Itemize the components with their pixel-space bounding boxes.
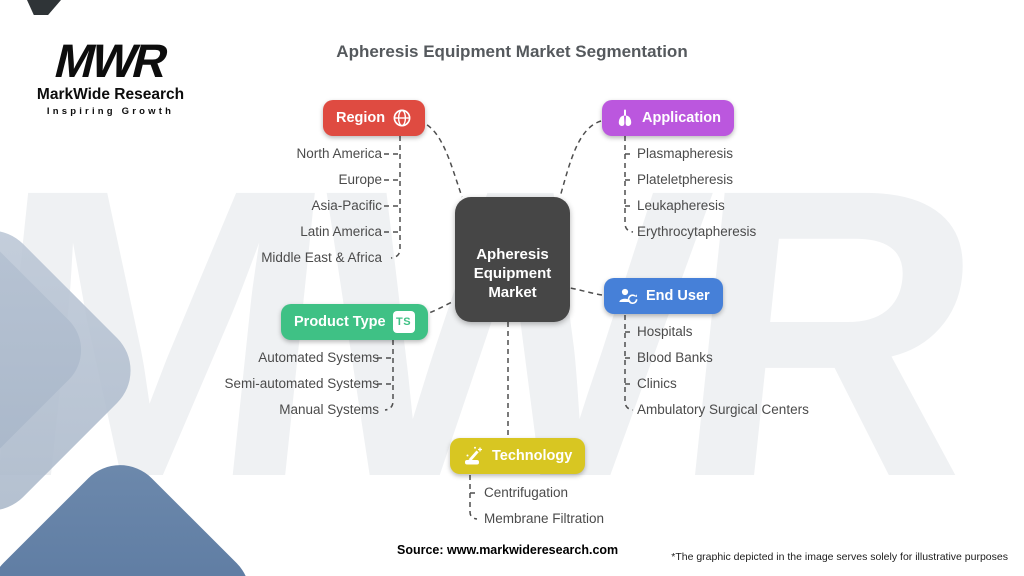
list-item: Centrifugation: [484, 485, 569, 500]
technology-node: Technology: [450, 438, 586, 474]
list-item: Plasmapheresis: [637, 146, 734, 161]
end-user-items: Hospitals Blood Banks Clinics Ambulatory…: [637, 319, 877, 423]
innovation-icon: [463, 446, 485, 466]
list-item: Leukapheresis: [637, 198, 725, 213]
center-node-line: Apheresis: [476, 246, 549, 263]
product-type-node: Product Type TS: [281, 304, 428, 340]
application-node: Application: [602, 100, 734, 136]
list-item: Plateletpheresis: [637, 172, 734, 187]
list-item: Blood Banks: [637, 350, 713, 365]
globe-icon: [392, 108, 412, 128]
application-label: Application: [642, 110, 721, 126]
list-item: Automated Systems: [258, 350, 379, 365]
region-items: North America Europe Asia-Pacific Latin …: [122, 141, 382, 271]
markwide-logo: MWR MarkWide Research Inspiring Growth: [28, 34, 193, 118]
region-node: Region: [323, 100, 426, 136]
disclaimer-text: *The graphic depicted in the image serve…: [671, 551, 1008, 563]
center-node-line: Equipment: [473, 265, 552, 282]
source-text: Source: www.markwideresearch.com: [397, 543, 619, 557]
product-type-items: Automated Systems Semi-automated Systems…: [139, 345, 379, 423]
list-item: Semi-automated Systems: [224, 376, 379, 391]
end-user-node: End User: [604, 278, 723, 314]
application-items: Plasmapheresis Plateletpheresis Leukaphe…: [637, 141, 857, 245]
list-item: Membrane Filtration: [484, 511, 605, 526]
region-label: Region: [336, 110, 386, 126]
list-item: Asia-Pacific: [311, 198, 382, 213]
ts-badge-icon: TS: [392, 311, 415, 333]
list-item: Europe: [338, 172, 382, 187]
list-item: Hospitals: [637, 324, 693, 339]
product-type-label: Product Type: [294, 314, 386, 330]
user-sync-icon: [617, 286, 639, 306]
list-item: North America: [296, 146, 382, 161]
list-item: Erythrocytapheresis: [637, 224, 757, 239]
logo-name: MarkWide Research: [36, 86, 185, 104]
list-item: Manual Systems: [279, 402, 379, 417]
list-item: Middle East & Africa: [261, 250, 382, 265]
technology-items: Centrifugation Membrane Filtration: [484, 480, 704, 532]
list-item: Clinics: [637, 376, 677, 391]
end-user-label: End User: [646, 288, 710, 304]
center-node: Apheresis Equipment Market: [455, 197, 570, 322]
list-item: Latin America: [300, 224, 382, 239]
page-title: Apheresis Equipment Market Segmentation: [336, 42, 688, 61]
lungs-icon: [615, 108, 635, 128]
logo-tagline: Inspiring Growth: [46, 106, 175, 118]
list-item: Ambulatory Surgical Centers: [637, 402, 809, 417]
technology-label: Technology: [492, 448, 573, 464]
center-node-line: Market: [488, 284, 537, 301]
